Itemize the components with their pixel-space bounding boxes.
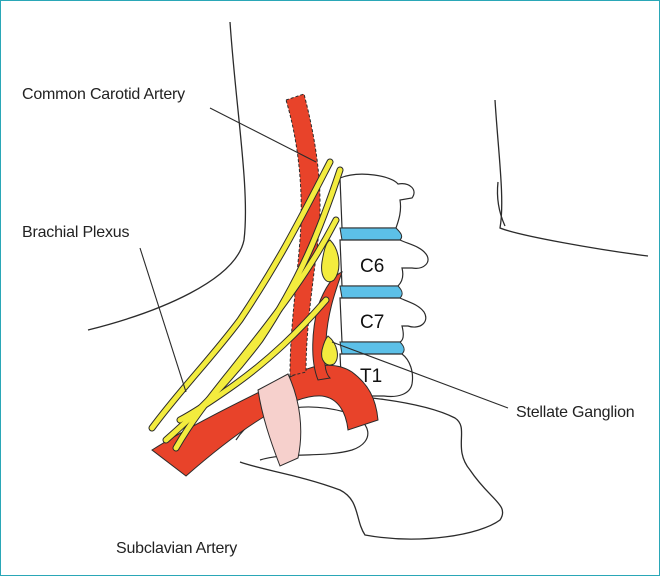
label-stellate-ganglion: Stellate Ganglion — [516, 404, 634, 422]
label-c6: C6 — [360, 256, 384, 278]
vertebra-c5 — [340, 174, 414, 228]
disc-c6-c7 — [340, 286, 402, 298]
disc-c7-t1 — [340, 342, 404, 354]
disc-c5-c6 — [340, 228, 402, 240]
plexus-leader — [140, 248, 186, 392]
label-c7: C7 — [360, 312, 384, 334]
label-t1: T1 — [360, 366, 382, 388]
label-brachial-plexus: Brachial Plexus — [22, 224, 129, 242]
label-common-carotid-artery: Common Carotid Artery — [22, 86, 185, 104]
label-subclavian-artery: Subclavian Artery — [116, 540, 237, 558]
vertebral-column — [340, 174, 428, 396]
